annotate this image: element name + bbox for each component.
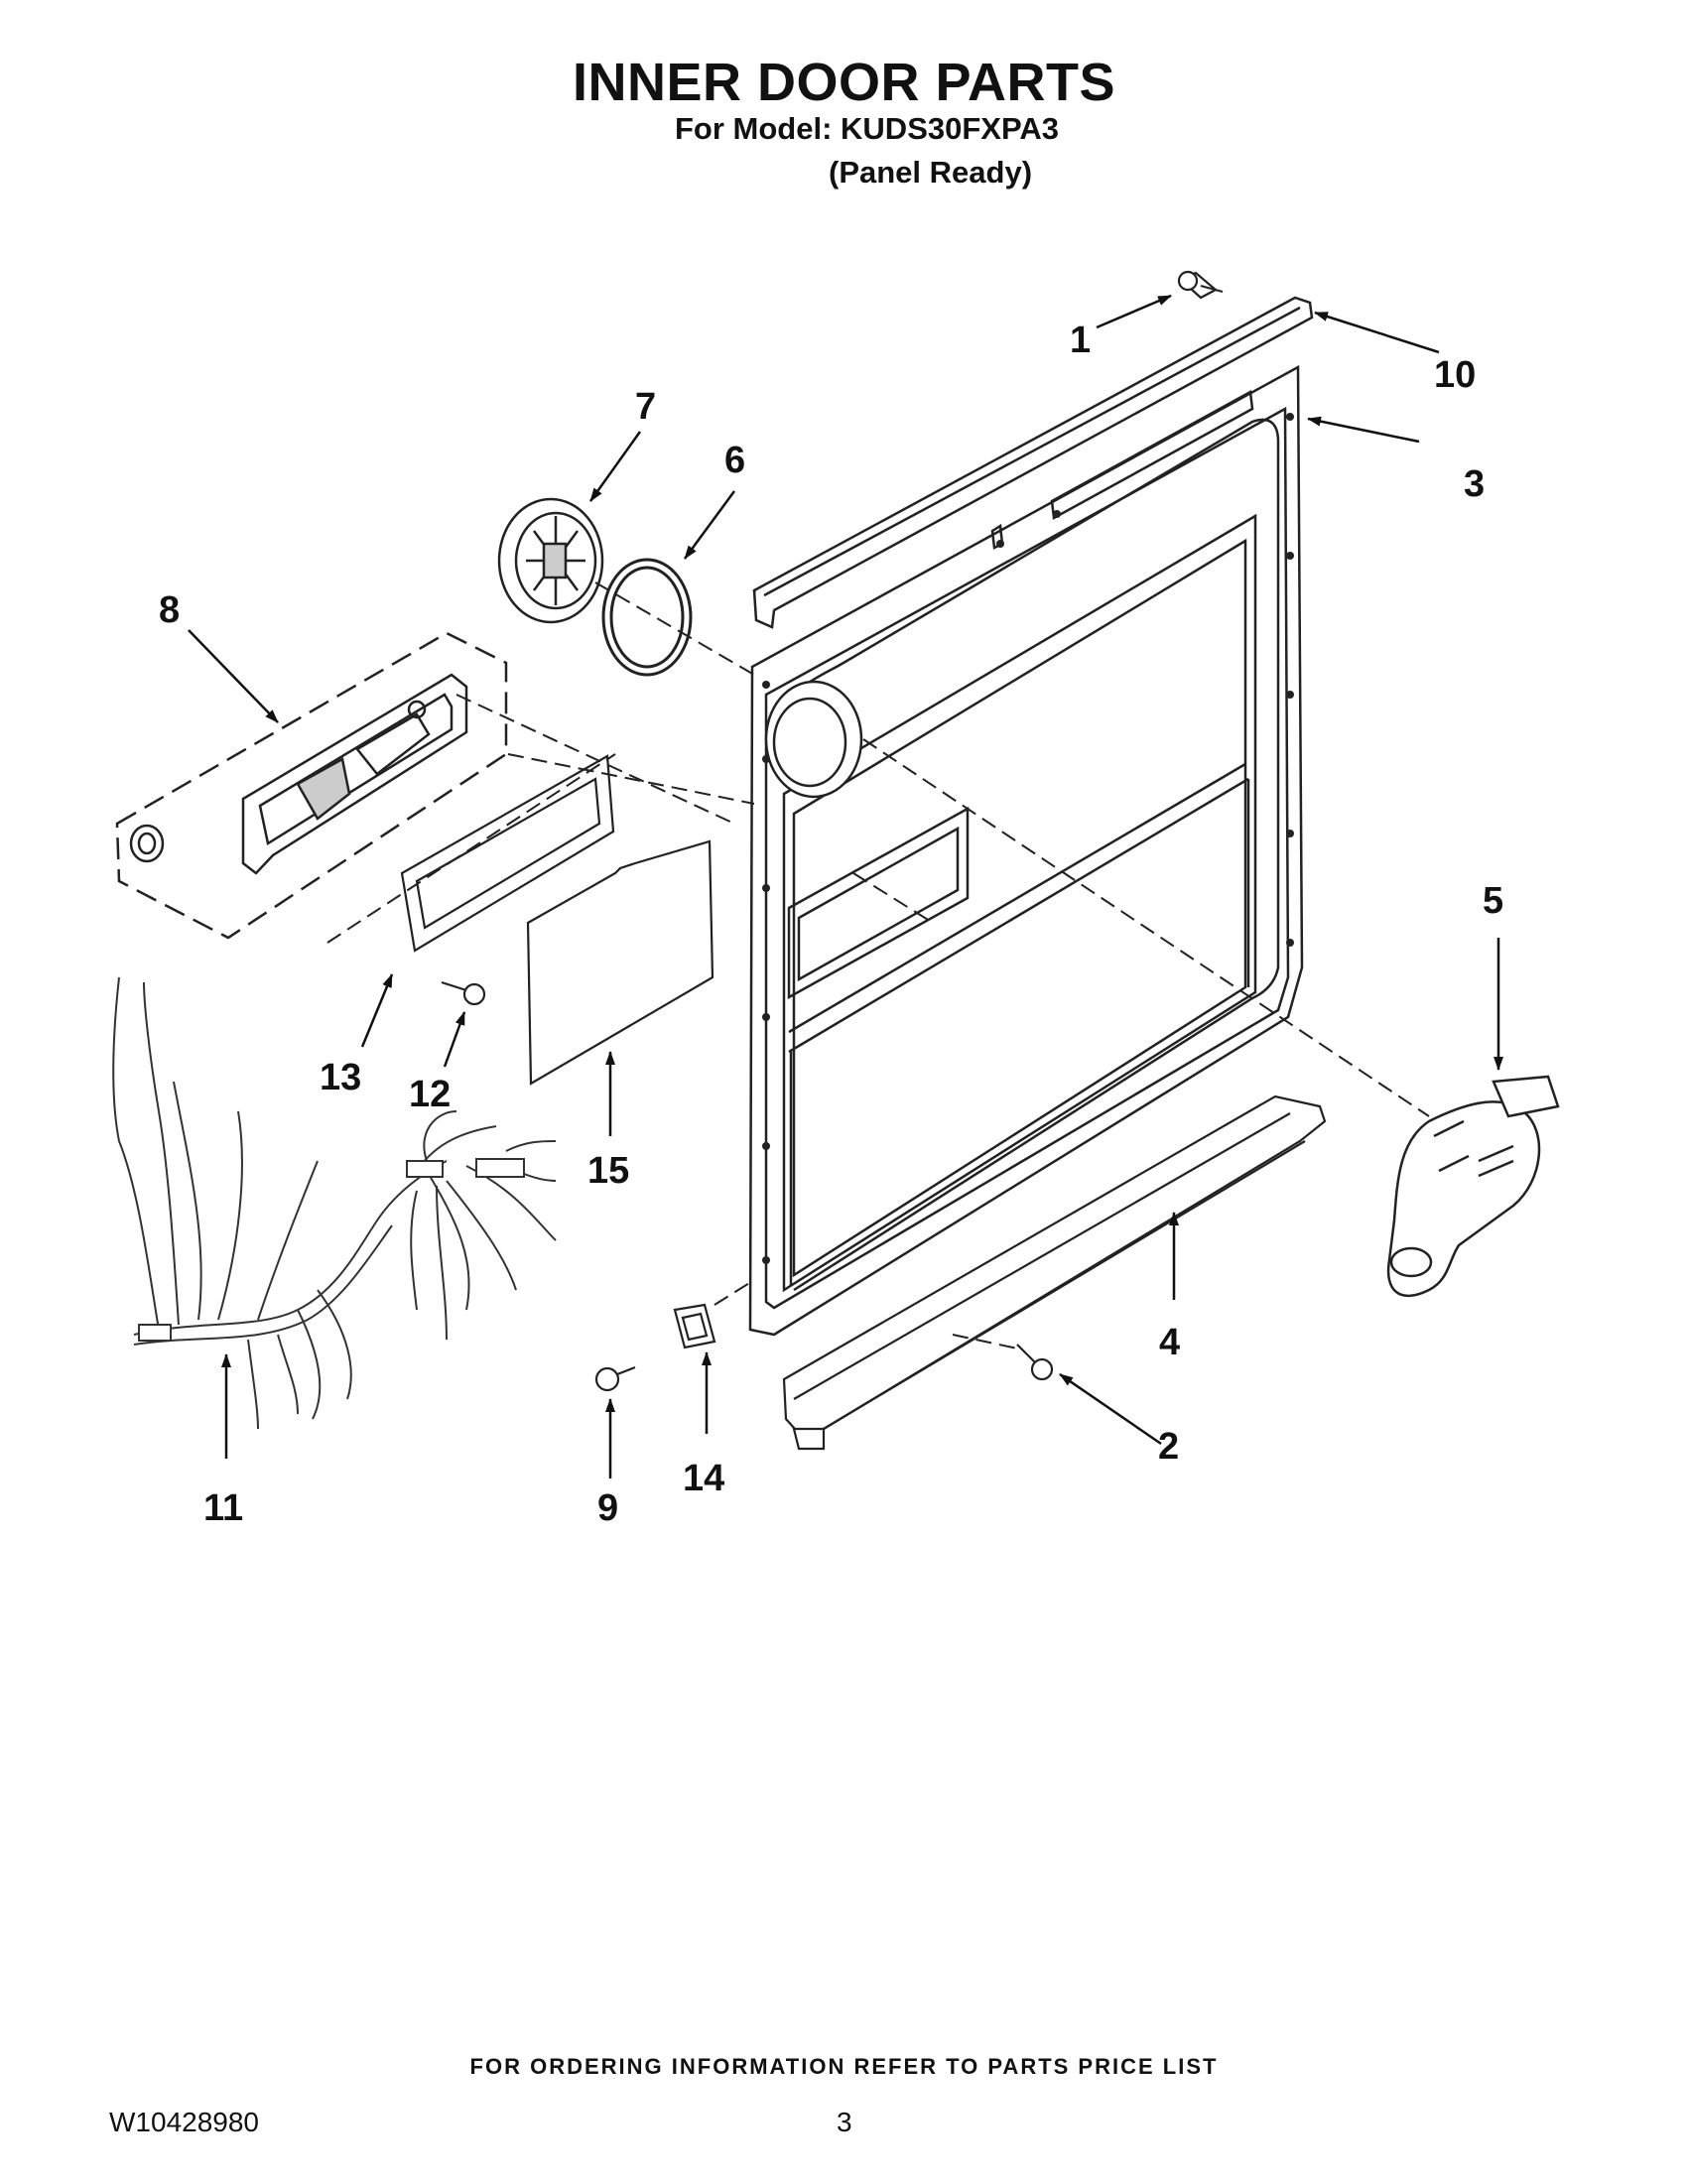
callout-7: 7: [635, 386, 656, 428]
callout-3: 3: [1464, 463, 1485, 505]
callout-10: 10: [1434, 354, 1476, 396]
callout-1: 1: [1070, 320, 1091, 361]
document-number: W10428980: [109, 2107, 260, 2137]
console-assembly-part-8: [115, 631, 508, 940]
top-door-trim: [752, 296, 1314, 629]
callout-12: 12: [409, 1074, 451, 1115]
callout-11: 11: [203, 1487, 243, 1529]
callout-9: 9: [597, 1487, 618, 1529]
inner-door-panel: [748, 364, 1304, 1337]
callout-2: 2: [1158, 1426, 1179, 1468]
screw-part-1: [1177, 270, 1224, 300]
screw-part-12: [441, 980, 486, 1006]
callout-6: 6: [724, 440, 745, 481]
panel-gasket-part-13: [400, 754, 615, 953]
callout-8: 8: [159, 589, 180, 631]
callout-arrows: [188, 294, 1503, 1478]
callout-15: 15: [587, 1150, 629, 1192]
vent-duct-part-5: [1386, 1075, 1560, 1298]
callout-5: 5: [1483, 880, 1503, 922]
callout-4: 4: [1159, 1322, 1180, 1363]
vent-cover-part-7: [497, 497, 604, 624]
lower-trim-part-4: [782, 1094, 1327, 1451]
model-line: For Model: KUDS30FXPA3: [675, 111, 1059, 146]
alignment-lines: [326, 581, 1430, 1350]
insulation-panel-part-15: [526, 839, 714, 1086]
gasket-part-6: [601, 558, 693, 677]
callout-14: 14: [683, 1458, 724, 1499]
ordering-note: FOR ORDERING INFORMATION REFER TO PARTS …: [469, 2054, 1219, 2079]
screw-part-9: [594, 1365, 636, 1392]
page-number: 3: [837, 2107, 852, 2137]
wiring-harness-part-11: [112, 976, 557, 1430]
callout-13: 13: [320, 1057, 361, 1098]
variant-label: (Panel Ready): [829, 155, 1033, 190]
page-title: INNER DOOR PARTS: [572, 53, 1116, 112]
screw-part-2: [1016, 1344, 1054, 1381]
bracket-part-14: [673, 1303, 716, 1349]
